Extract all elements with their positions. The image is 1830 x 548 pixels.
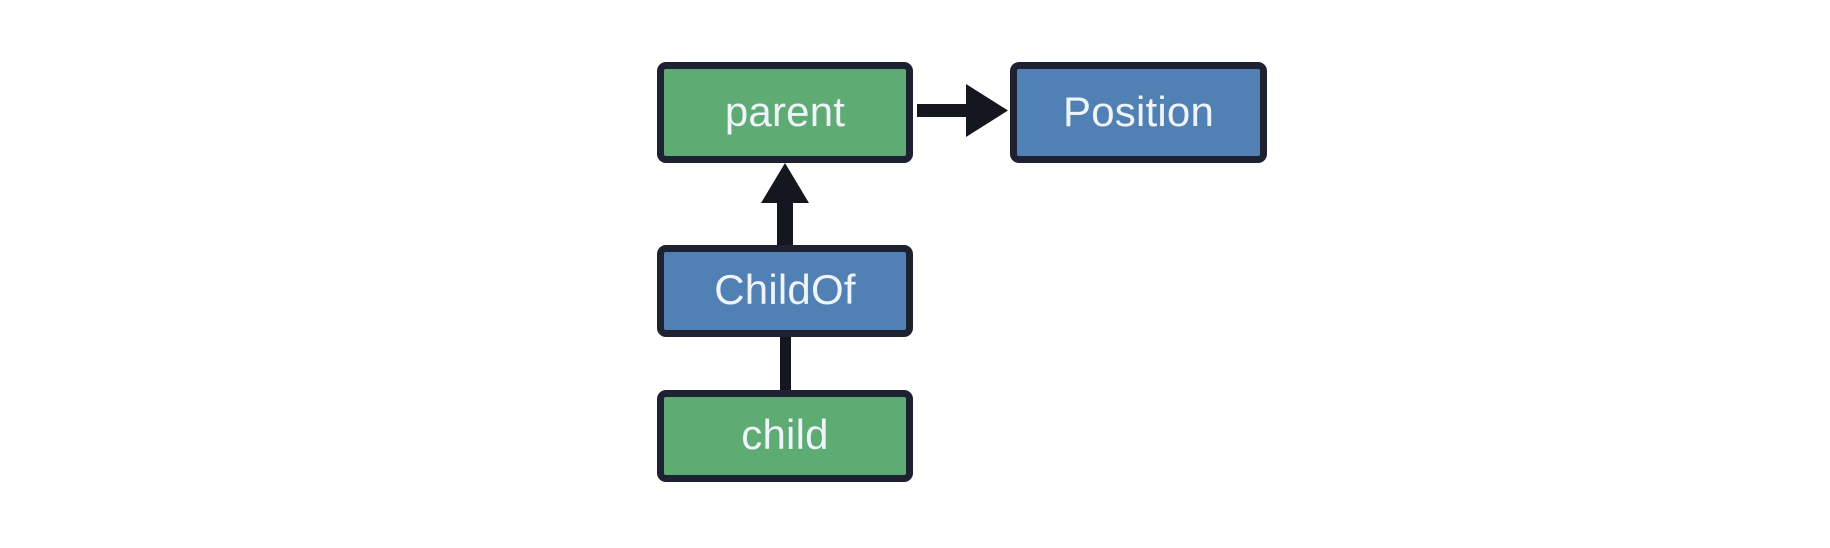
edge-childof-to-parent: [761, 163, 809, 246]
node-position[interactable]: Position: [1010, 62, 1267, 163]
node-parent[interactable]: parent: [657, 62, 913, 163]
node-child-label: child: [741, 411, 829, 458]
edge-parent-to-position: [917, 84, 1008, 137]
node-position-label: Position: [1062, 87, 1215, 135]
node-childof[interactable]: ChildOf: [657, 245, 913, 337]
node-child[interactable]: child: [657, 390, 913, 482]
node-parent-label: parent: [724, 87, 846, 135]
node-childof-label: ChildOf: [714, 266, 856, 313]
edge-child-to-childof: [780, 336, 791, 392]
